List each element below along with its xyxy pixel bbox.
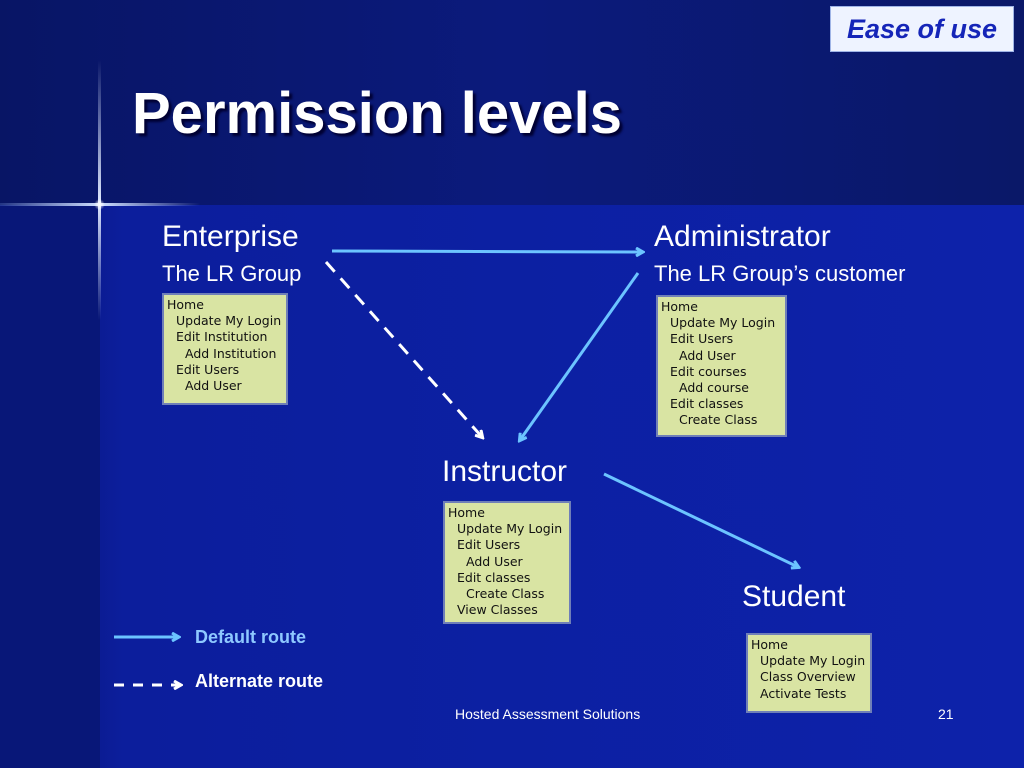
menu-item[interactable]: Activate Tests	[760, 685, 847, 701]
menu-item[interactable]: Create Class	[679, 412, 758, 428]
menu-item[interactable]: Edit Institution	[176, 329, 268, 345]
menu-item[interactable]: Class Overview	[760, 669, 856, 685]
menu-item[interactable]: Home	[751, 637, 788, 652]
menu-item[interactable]: Update My Login	[176, 313, 282, 329]
menu-item[interactable]: Add User	[679, 347, 736, 363]
menu-item[interactable]: Add Institution	[185, 345, 277, 361]
sparkle-vertical	[98, 60, 101, 320]
role-instructor-name: Instructor	[442, 455, 568, 488]
menu-item[interactable]: Home	[448, 505, 485, 520]
arrow-administrator-to-instructor	[520, 272, 640, 440]
ease-of-use-badge: Ease of use	[830, 6, 1014, 52]
menu-item[interactable]: Add User	[185, 378, 242, 394]
left-band	[0, 205, 100, 768]
role-enterprise-name: Enterprise	[162, 220, 299, 253]
menu-item[interactable]: View Classes	[457, 602, 538, 618]
page-number: 21	[938, 706, 954, 722]
student-menu: Home Update My Login Class Overview Acti…	[746, 633, 872, 713]
menu-item[interactable]: Home	[167, 297, 204, 312]
role-administrator-name: Administrator	[654, 220, 831, 253]
role-student-name: Student	[742, 580, 846, 613]
sparkle-icon	[94, 199, 105, 210]
menu-item[interactable]: Home	[661, 299, 698, 314]
arrow-enterprise-to-administrator	[331, 251, 642, 252]
arrow-enterprise-to-instructor-dashed	[324, 261, 482, 437]
role-administrator-subtitle: The LR Group’s customer	[654, 261, 906, 286]
administrator-menu: Home Update My Login Edit Users Add User…	[656, 295, 787, 437]
slide-title: Permission levels	[132, 81, 623, 146]
role-enterprise-subtitle: The LR Group	[162, 261, 302, 286]
menu-item[interactable]: Edit Users	[457, 537, 521, 553]
menu-item[interactable]: Update My Login	[760, 653, 866, 669]
menu-item[interactable]: Add User	[466, 553, 523, 569]
menu-item[interactable]: Edit classes	[457, 569, 531, 585]
instructor-menu: Home Update My Login Edit Users Add User…	[443, 501, 571, 624]
menu-item[interactable]: Update My Login	[457, 521, 563, 537]
menu-item[interactable]: Edit courses	[670, 363, 747, 379]
legend-default-route-label: Default route	[195, 627, 307, 647]
menu-item[interactable]: Edit Users	[176, 361, 240, 377]
menu-item[interactable]: Edit classes	[670, 396, 744, 412]
menu-item[interactable]: Create Class	[466, 586, 545, 602]
menu-item[interactable]: Edit Users	[670, 331, 734, 347]
arrow-instructor-to-student	[603, 472, 798, 567]
legend-alternate-route-label: Alternate route	[195, 671, 324, 691]
menu-item[interactable]: Add course	[679, 380, 749, 396]
footer-text: Hosted Assessment Solutions	[455, 706, 641, 722]
enterprise-menu: Home Update My Login Edit Institution Ad…	[162, 293, 288, 405]
menu-item[interactable]: Update My Login	[670, 315, 776, 331]
